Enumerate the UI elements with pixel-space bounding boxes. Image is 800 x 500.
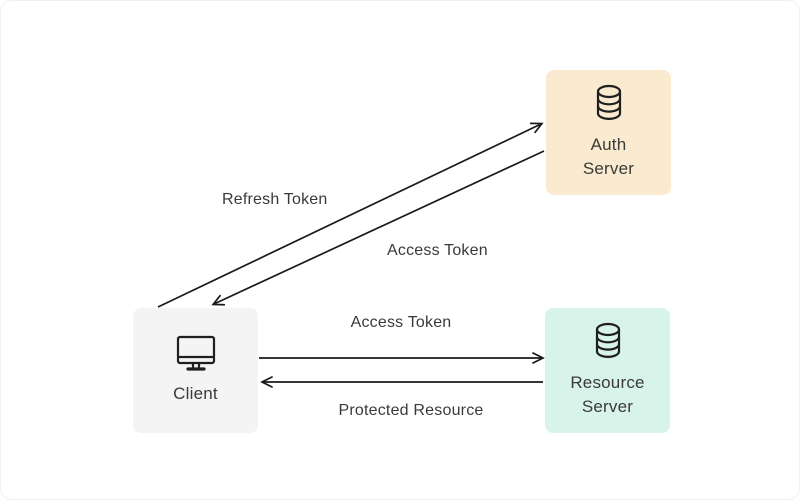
database-icon: [592, 84, 626, 124]
edge-label-access-token-from-auth: Access Token: [387, 242, 488, 259]
node-auth-server-label: Auth Server: [582, 134, 635, 178]
edge-label-refresh-token: Refresh Token: [222, 191, 328, 208]
database-icon: [591, 322, 625, 362]
access-token-arrow-from-auth: [211, 150, 545, 306]
node-resource-server-label: Resource Server: [570, 372, 645, 416]
refresh-token-arrow: [157, 122, 544, 308]
node-resource-server: Resource Server: [545, 308, 670, 433]
node-auth-server: Auth Server: [546, 70, 671, 195]
edge-label-access-token-to-resource: Access Token: [350, 314, 452, 331]
node-client-label: Client: [173, 383, 218, 403]
edge-label-protected-resource: Protected Resource: [338, 402, 484, 419]
monitor-icon: [176, 335, 216, 373]
node-client: Client: [133, 308, 258, 433]
